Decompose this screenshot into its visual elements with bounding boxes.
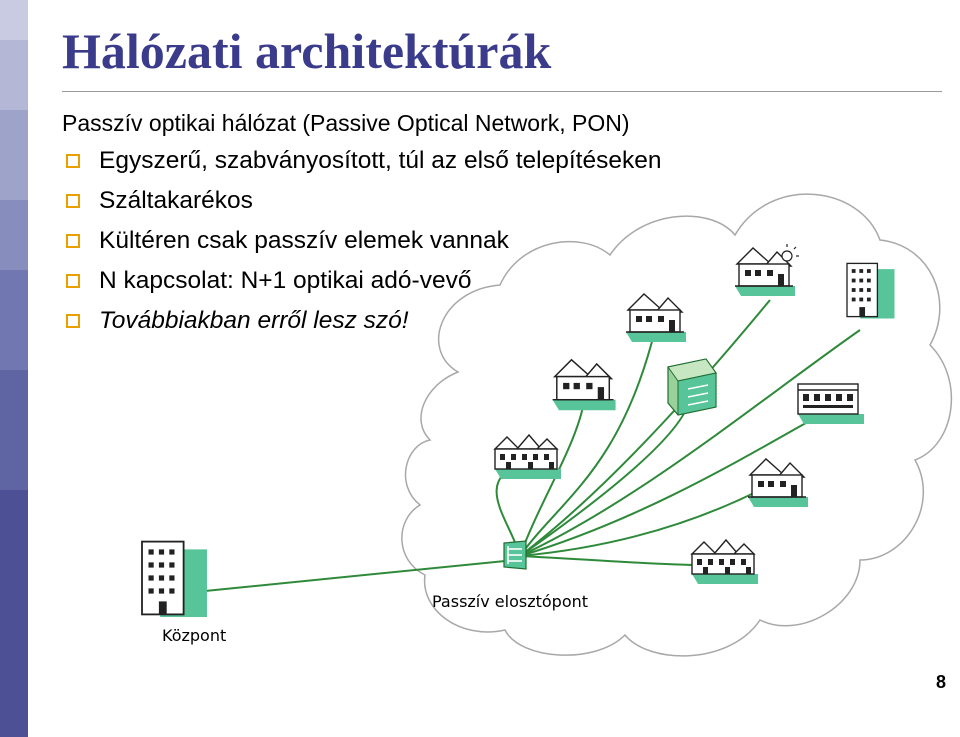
bullet-text: N kapcsolat: N+1 optikai adó-vevő xyxy=(99,267,472,294)
square-bullet-icon xyxy=(66,194,80,208)
central-office-icon xyxy=(141,540,208,618)
title-divider xyxy=(62,91,942,92)
bullet-text: Továbbiakban erről lesz szó! xyxy=(99,307,409,334)
sun-icon xyxy=(781,244,799,262)
bullet-text: Kültéren csak passzív elemek vannak xyxy=(99,227,509,254)
bullet-text: Egyszerű, szabványosított, túl az első t… xyxy=(99,147,662,174)
apartment-icon xyxy=(846,262,896,320)
square-bullet-icon xyxy=(66,234,80,248)
square-bullet-icon xyxy=(66,314,80,328)
splitter-icon xyxy=(503,540,527,570)
square-bullet-icon xyxy=(66,154,80,168)
accent-sidebar xyxy=(0,0,28,737)
splitter-label: Passzív elosztópont xyxy=(432,592,588,611)
fiber-line xyxy=(519,299,771,557)
page-number: 8 xyxy=(936,672,947,692)
square-bullet-icon xyxy=(66,274,80,288)
fiber-line xyxy=(519,414,821,557)
fiber-line xyxy=(194,559,516,593)
row-house-icon xyxy=(797,383,865,425)
central-office-label: Központ xyxy=(162,626,226,645)
subtitle: Passzív optikai hálózat (Passive Optical… xyxy=(62,110,630,136)
distribution-cabinet xyxy=(667,358,717,416)
fiber-line xyxy=(519,555,701,566)
fiber-line xyxy=(519,489,761,557)
fiber-line xyxy=(519,329,656,557)
fiber-line xyxy=(519,329,861,557)
bullet-text: Száltakarékos xyxy=(99,187,253,214)
page-title: Hálózati architektúrák xyxy=(62,23,552,79)
